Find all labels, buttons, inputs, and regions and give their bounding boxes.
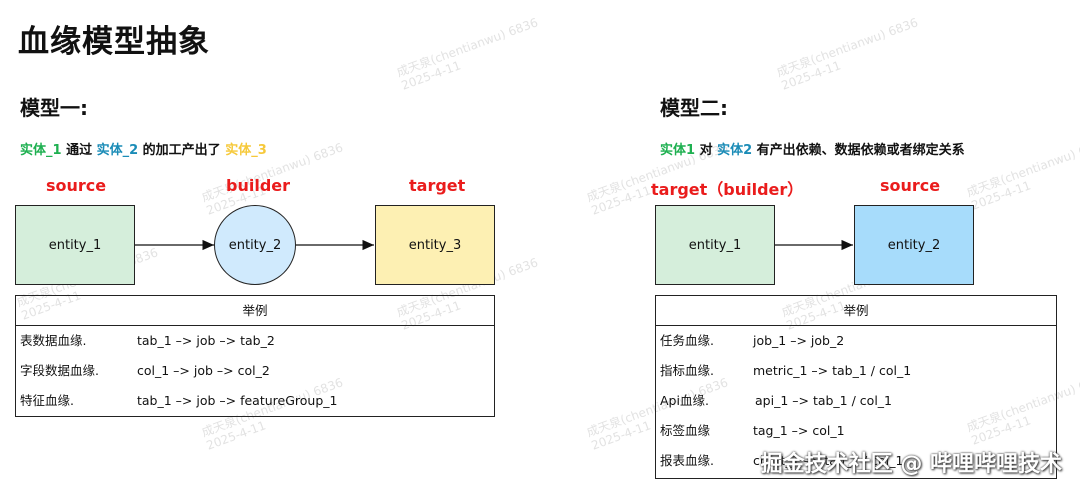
row-value: api_1 –> tab_1 / col_1 [755,393,892,408]
m2-node-entity-1: entity_1 [655,205,775,285]
row-value: tag_1 –> col_1 [753,423,845,438]
brand-watermark: 掘金技术社区 @ 哔哩哔哩技术 [760,452,1062,477]
table-row: 标签血缘 tag_1 –> col_1 [656,416,1056,446]
node-label: entity_2 [887,237,941,253]
model1-description: 实体_1 通过 实体_2 的加工产出了 实体_3 [20,139,267,158]
row-value: col_1 –> job –> col_2 [137,363,270,378]
entity3-label: 实体_3 [225,143,267,158]
role-target: target [409,176,466,195]
table-row: 指标血缘. metric_1 –> tab_1 / col_1 [656,356,1056,386]
entity2-label: 实体2 [717,143,753,158]
entity1-label: 实体1 [660,143,696,158]
model1-example-table: 举例 表数据血缘. tab_1 –> job –> tab_2 字段数据血缘. … [15,295,495,417]
table-row: 报表血缘. chart_1 –> tab_1 / col_1 [656,446,1056,476]
model1-heading: 模型一: [20,96,88,120]
m2-node-entity-2: entity_2 [854,205,974,285]
node-entity-3: entity_3 [375,205,495,285]
table-row: 任务血缘. job_1 –> job_2 [656,326,1056,356]
model2-heading: 模型二: [660,96,728,120]
node-entity-2: entity_2 [214,205,296,285]
role-source: source [46,176,107,195]
desc-text: 对 [695,143,718,158]
row-value: tab_1 –> job –> tab_2 [137,333,275,348]
row-value: tab_1 –> job –> featureGroup_1 [137,393,338,408]
node-label: entity_1 [688,237,742,253]
row-key: 特征血缘. [20,393,74,408]
row-value: job_1 –> job_2 [753,333,845,348]
model2-example-table: 举例 任务血缘. job_1 –> job_2 指标血缘. metric_1 –… [655,295,1057,479]
table-header: 举例 [16,296,494,326]
row-key: 报表血缘. [660,453,714,468]
table-row: 表数据血缘. tab_1 –> job –> tab_2 [16,326,494,356]
node-entity-1: entity_1 [15,205,135,285]
page-title: 血缘模型抽象 [18,24,210,60]
desc-text: 通过 [61,143,97,158]
node-label: entity_2 [228,237,282,253]
entity2-label: 实体_2 [96,143,139,158]
row-value: chart_1 –> tab_1 / col_1 [753,453,904,468]
role-builder: builder [226,176,291,195]
table-row: 字段数据血缘. col_1 –> job –> col_2 [16,356,494,386]
role-target-builder: target（builder） [651,180,804,199]
table-header: 举例 [656,296,1056,326]
row-key: 任务血缘. [660,333,714,348]
desc-text: 有产出依赖、数据依赖或者绑定关系 [752,143,965,158]
row-key: Api血缘. [660,393,709,408]
table-row: Api血缘. api_1 –> tab_1 / col_1 [656,386,1056,416]
row-key: 指标血缘. [660,363,714,378]
row-key: 字段数据血缘. [20,363,99,378]
row-key: 表数据血缘. [20,333,87,348]
node-label: entity_3 [408,237,462,253]
role-source: source [880,176,941,195]
table-row: 特征血缘. tab_1 –> job –> featureGroup_1 [16,386,494,416]
entity1-label: 实体_1 [20,143,62,158]
row-value: metric_1 –> tab_1 / col_1 [753,363,912,378]
desc-text: 的加工产出了 [138,143,226,158]
row-key: 标签血缘 [660,423,711,438]
model2-description: 实体1 对 实体2 有产出依赖、数据依赖或者绑定关系 [660,139,965,158]
node-label: entity_1 [48,237,102,253]
